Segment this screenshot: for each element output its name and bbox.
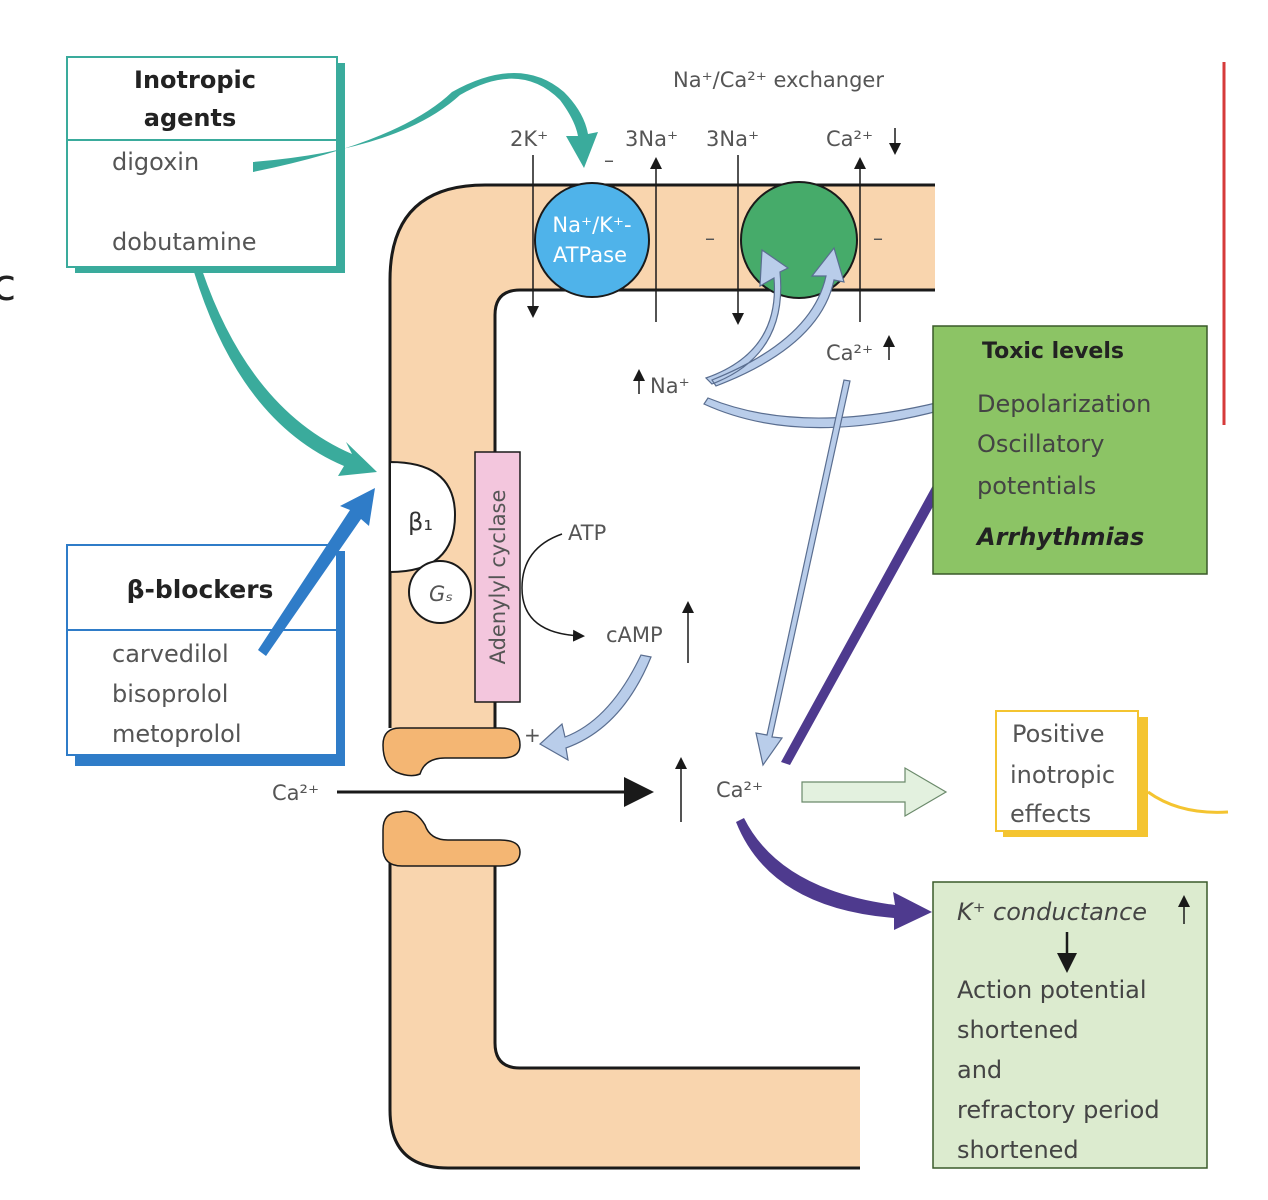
na-k-atpase-pump: Na⁺/K⁺- ATPase xyxy=(534,182,650,298)
dobutamine-to-receptor-arrow xyxy=(194,270,377,476)
positive-line2: inotropic xyxy=(1010,761,1115,789)
k-line3: shortened xyxy=(957,1016,1079,1044)
k-line4: and xyxy=(957,1056,1002,1084)
beta-blocker-to-receptor-arrow xyxy=(258,488,375,656)
ion-ca-out: Ca²⁺ xyxy=(826,127,873,151)
inotropic-agents-box: Inotropic agents digoxin dobutamine xyxy=(66,56,345,273)
inotropic-title-line1: Inotropic xyxy=(134,66,256,94)
plus-sign: + xyxy=(524,723,541,747)
camp-label: cAMP xyxy=(606,623,663,647)
drug-metoprolol: metoprolol xyxy=(112,720,242,748)
k-line6: shortened xyxy=(957,1136,1079,1164)
atp-label: ATP xyxy=(568,521,606,545)
ion-ca-up: Ca²⁺ xyxy=(826,341,873,365)
minus-sign-3: – xyxy=(873,226,883,250)
positive-line3: effects xyxy=(1010,800,1091,828)
cell-membrane xyxy=(388,183,935,1170)
toxic-levels-box: Toxic levels Depolarization Oscillatory … xyxy=(932,325,1208,575)
ion-3na-1: 3Na⁺ xyxy=(625,127,678,151)
toxic-line3: potentials xyxy=(977,472,1096,500)
pump-label-line2: ATPase xyxy=(553,243,627,267)
drug-carvedilol: carvedilol xyxy=(112,640,229,668)
drug-digoxin: digoxin xyxy=(112,148,199,176)
ca-release-arrow xyxy=(755,379,851,767)
toxic-line1: Depolarization xyxy=(977,390,1151,418)
toxic-line4: Arrhythmias xyxy=(975,523,1144,551)
toxic-line2: Oscillatory xyxy=(977,430,1104,458)
camp-to-channel-arrow xyxy=(538,654,652,762)
cyclase-label: Adenylyl cyclase xyxy=(486,490,510,665)
exchanger-label: Na⁺/Ca²⁺ exchanger xyxy=(673,68,884,92)
calcium-channel xyxy=(382,727,521,867)
minus-sign-1: – xyxy=(604,148,614,172)
drug-bisoprolol: bisoprolol xyxy=(112,680,228,708)
k-conductance-box: K⁺ conductance Action potential shortene… xyxy=(932,881,1208,1169)
beta-blockers-box: β-blockers carvedilol bisoprolol metopro… xyxy=(66,544,345,766)
minus-sign-2: – xyxy=(705,226,715,250)
ca-to-toxic-arrow xyxy=(781,432,970,765)
digoxin-to-pump-arrow xyxy=(253,73,598,172)
ca-to-k-arrow xyxy=(736,818,932,930)
ion-na-up: Na⁺ xyxy=(650,374,690,398)
inotropic-title-line2: agents xyxy=(144,104,237,132)
beta-blockers-title: β-blockers xyxy=(127,575,274,604)
ion-ca-channel: Ca²⁺ xyxy=(272,781,319,805)
ion-flux-arrows xyxy=(527,128,901,394)
na-to-exchanger-arrow xyxy=(704,246,845,387)
gs-protein: Gₛ xyxy=(408,560,472,624)
k-line1: K⁺ conductance xyxy=(957,898,1147,926)
ion-3na-2: 3Na⁺ xyxy=(706,127,759,151)
ion-ca-center: Ca²⁺ xyxy=(716,778,763,802)
ca-to-inotropic-arrow xyxy=(801,766,948,818)
ion-2k: 2K⁺ xyxy=(510,127,548,151)
positive-line1: Positive xyxy=(1012,720,1105,748)
beta1-label: β₁ xyxy=(408,508,433,536)
drug-dobutamine: dobutamine xyxy=(112,228,257,256)
atp-to-camp-arrow xyxy=(521,533,585,642)
k-line5: refractory period xyxy=(957,1096,1160,1124)
gs-label: Gₛ xyxy=(429,582,453,606)
edge-mark: c xyxy=(0,260,16,311)
positive-inotropic-box: Positive inotropic effects xyxy=(995,710,1229,837)
beta1-receptor: β₁ xyxy=(389,460,457,574)
adenylyl-cyclase: Adenylyl cyclase xyxy=(474,451,521,703)
pump-label-line1: Na⁺/K⁺- xyxy=(552,213,631,237)
toxic-title: Toxic levels xyxy=(982,339,1124,364)
k-line2: Action potential xyxy=(957,976,1147,1004)
